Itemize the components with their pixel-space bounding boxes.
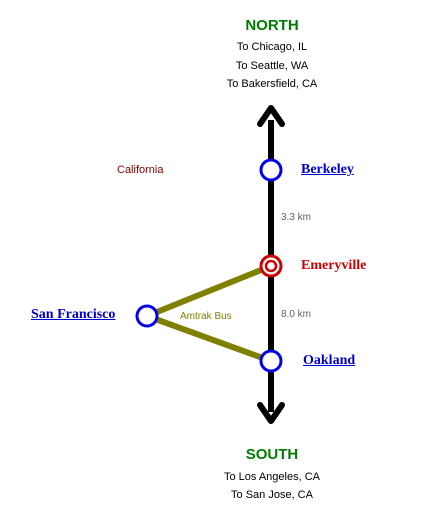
- north-heading: NORTH: [245, 17, 299, 34]
- san-francisco-station-link[interactable]: San Francisco: [31, 307, 116, 322]
- berkeley-station-link[interactable]: Berkeley: [301, 162, 354, 177]
- region-label: California: [117, 164, 164, 176]
- north-arrow-icon: [257, 105, 285, 127]
- south-destination-los-angeles: To Los Angeles, CA: [223, 471, 320, 483]
- north-destination-chicago: To Chicago, IL: [236, 41, 308, 53]
- distance-emeryville-oakland: 8.0 km: [281, 309, 312, 320]
- south-heading: SOUTH: [245, 446, 299, 463]
- san-francisco-station-marker[interactable]: [135, 304, 159, 328]
- bus-line-to-oakland: [145, 313, 273, 364]
- oakland-station-link[interactable]: Oakland: [303, 353, 356, 368]
- emeryville-current-station-marker: [259, 254, 283, 278]
- north-destination-seattle: To Seattle, WA: [235, 60, 309, 72]
- bus-line-to-emeryville: [145, 263, 273, 319]
- south-arrow-icon: [257, 402, 285, 424]
- oakland-station-marker[interactable]: [259, 349, 283, 373]
- amtrak-bus-label: Amtrak Bus: [180, 311, 232, 322]
- north-destination-bakersfield: To Bakersfield, CA: [226, 78, 318, 90]
- distance-berkeley-emeryville: 3.3 km: [281, 212, 312, 223]
- berkeley-station-marker[interactable]: [259, 158, 283, 182]
- emeryville-station-label: Emeryville: [301, 258, 367, 273]
- south-destination-san-jose: To San Jose, CA: [231, 489, 313, 501]
